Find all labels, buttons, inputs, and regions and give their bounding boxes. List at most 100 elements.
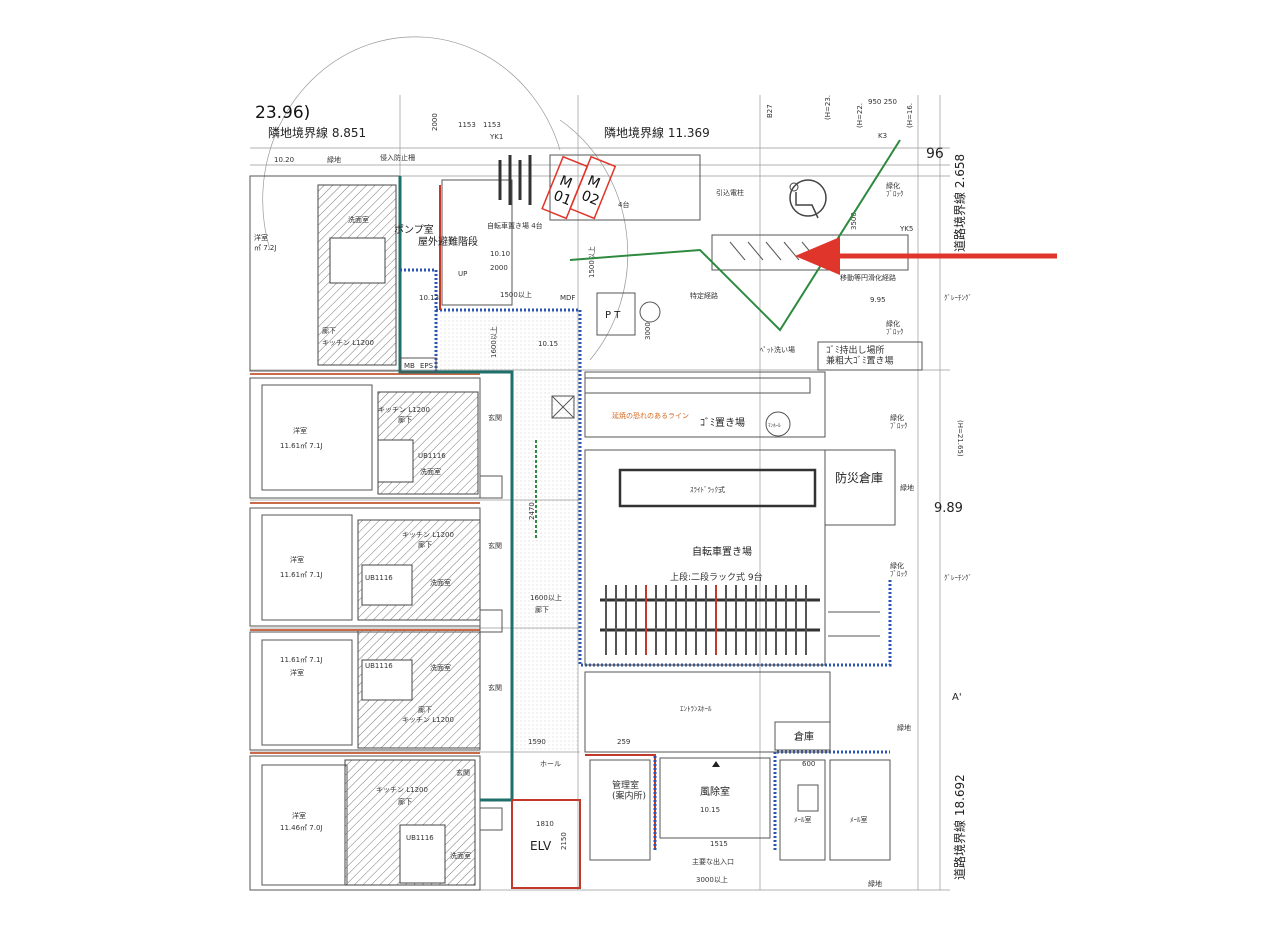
label: B27: [766, 104, 774, 118]
unit-bath: UB1116: [365, 662, 393, 670]
green-block: 緑化ﾌﾞﾛｯｸ: [886, 319, 904, 336]
grating: ｸﾞﾚｰﾁﾝｸﾞ: [944, 574, 972, 582]
fire-spread-line: 延焼の恐れのあるライン: [612, 411, 689, 420]
hall-label: ホール: [540, 760, 561, 768]
manager-room: 管理室(案内所): [612, 779, 646, 801]
bike-parking-4: 自転車置き場 4台: [487, 221, 543, 230]
dim: 950 250: [868, 98, 897, 106]
dim: 1500以上: [500, 290, 532, 299]
unit-kitchen: キッチン L1200: [402, 716, 454, 724]
unit-top-area: ㎡ 7.2J: [254, 244, 276, 252]
dim: 2000: [490, 264, 508, 272]
unit-top-hall: 廊下: [322, 326, 336, 335]
bike-rack-main: [600, 585, 820, 655]
utility-pole: 引込電柱: [716, 188, 744, 197]
manhole: ﾏﾝﾎｰﾙ: [768, 423, 781, 429]
unit-bath: UB1116: [365, 574, 393, 582]
level: 10.15: [700, 806, 720, 814]
dim: 3000: [644, 322, 652, 340]
boundary-right-bottom: 道路境界線 18.692: [952, 774, 967, 880]
dim: 1810: [536, 820, 554, 828]
boundary-right-top: 道路境界線 2.658: [952, 154, 967, 252]
unit-entry: 玄関: [488, 541, 502, 550]
unit-area: 11.61㎡ 7.1J: [280, 442, 322, 450]
intrusion-fence: 侵入防止柵: [380, 153, 415, 162]
dim: 2150: [560, 832, 568, 850]
slide-rack: ｽﾗｲﾄﾞﾗｯｸ式: [690, 485, 725, 494]
dim: 1153: [483, 121, 501, 129]
level: 10.10: [490, 250, 510, 258]
mb: MB: [404, 362, 415, 370]
label: (H=21.65): [956, 420, 964, 457]
unit-room: 洋室: [292, 811, 306, 820]
unit-bath: UB1116: [418, 452, 446, 460]
green-block: 緑化ﾌﾞﾛｯｸ: [890, 413, 908, 430]
unit-top-kitchen: キッチン L1200: [322, 339, 374, 347]
moto-space-m02: M02: [569, 155, 617, 220]
unit-area: 11.46㎡ 7.0J: [280, 824, 322, 832]
eps: EPS: [420, 362, 434, 370]
unit-area: 11.61㎡ 7.1J: [280, 656, 322, 664]
dim: 2470: [528, 502, 536, 520]
unit-hall: 廊下: [418, 705, 432, 714]
unit-labels: 洋室 ㎡ 7.2J キッチン L1200 廊下 洗面室 洋室 11.61㎡ 7.…: [254, 215, 502, 860]
unit-entry: 玄関: [488, 413, 502, 422]
unit-room: 洋室: [290, 555, 304, 564]
green-area: 緑地: [327, 155, 341, 164]
corridor-label: 廊下: [535, 605, 549, 614]
parking-hatch: [729, 241, 818, 261]
green-block: 緑化ﾌﾞﾛｯｸ: [890, 561, 908, 578]
corridor: [398, 176, 892, 889]
garbage-out-area: ｺﾞﾐ持出し場所兼粗大ｺﾞﾐ置き場: [826, 344, 894, 366]
unit-wash: 洗面室: [430, 578, 451, 587]
dim: 1153: [458, 121, 476, 129]
moto-space-m01: M01: [541, 155, 589, 220]
elevator: ELV: [530, 839, 552, 853]
unit-kitchen: キッチン L1200: [378, 406, 430, 414]
dim: 2000: [431, 113, 439, 131]
level-1020: 10.20: [274, 156, 294, 164]
windbreak-room: 風除室: [700, 785, 730, 798]
mail-room-a: ﾒｰﾙ室: [794, 815, 812, 824]
boundary-left: 隣地境界線 8.851: [268, 125, 366, 140]
unit-bath: UB1116: [406, 834, 434, 842]
dim: 3500: [850, 212, 858, 230]
unit-hall: 廊下: [418, 540, 432, 549]
disaster-storage: 防災倉庫: [835, 470, 883, 485]
wheelchair-icon: [789, 179, 827, 219]
unit-hall: 廊下: [398, 415, 412, 424]
mdf: MDF: [560, 294, 575, 302]
mail-room-b: ﾒｰﾙ室: [850, 815, 868, 824]
up-label: UP: [458, 270, 467, 278]
green-area: 緑地: [868, 879, 882, 888]
yk5-label: YK5: [899, 225, 913, 233]
outdoor-stairs: 屋外避難階段: [418, 235, 478, 248]
unit-kitchen: キッチン L1200: [402, 531, 454, 539]
level-readout: 23.96): [255, 103, 310, 123]
pet-wash: ﾍﾟｯﾄ洗い場: [760, 345, 795, 354]
garbage-area: ｺﾞﾐ置き場: [700, 416, 745, 429]
boundary-top: 隣地境界線 11.369: [604, 125, 710, 140]
level: 9.89: [934, 501, 963, 516]
level: 10.15: [538, 340, 558, 348]
a-prime-label: A': [952, 692, 962, 703]
dim: 1500以上: [587, 246, 596, 278]
pump-room: ポンプ室: [394, 223, 434, 236]
yk1-label: YK1: [489, 133, 503, 141]
unit-room: 洋室: [290, 668, 304, 677]
mobility-route: 移動等円滑化経路: [840, 273, 896, 282]
label: K3: [878, 132, 887, 140]
label: (H=23.: [824, 95, 832, 120]
unit-kitchen: キッチン L1200: [376, 786, 428, 794]
unit-entry: 玄関: [456, 768, 470, 777]
dim: 1590: [528, 738, 546, 746]
level: 9.95: [870, 296, 886, 304]
unit-wash: 洗面室: [450, 851, 471, 860]
dim: 1515: [710, 840, 728, 848]
level: 96: [926, 146, 944, 162]
bike-parking: 自転車置き場: [692, 545, 752, 558]
unit-room: 洋室: [293, 426, 307, 435]
label: (H=16.: [906, 103, 914, 128]
dim: 259: [617, 738, 630, 746]
entrance-area: ｴﾝﾄﾗﾝｽﾎｰﾙ 倉庫 ホール 1590 259 1810 2150 ELV …: [528, 671, 911, 888]
